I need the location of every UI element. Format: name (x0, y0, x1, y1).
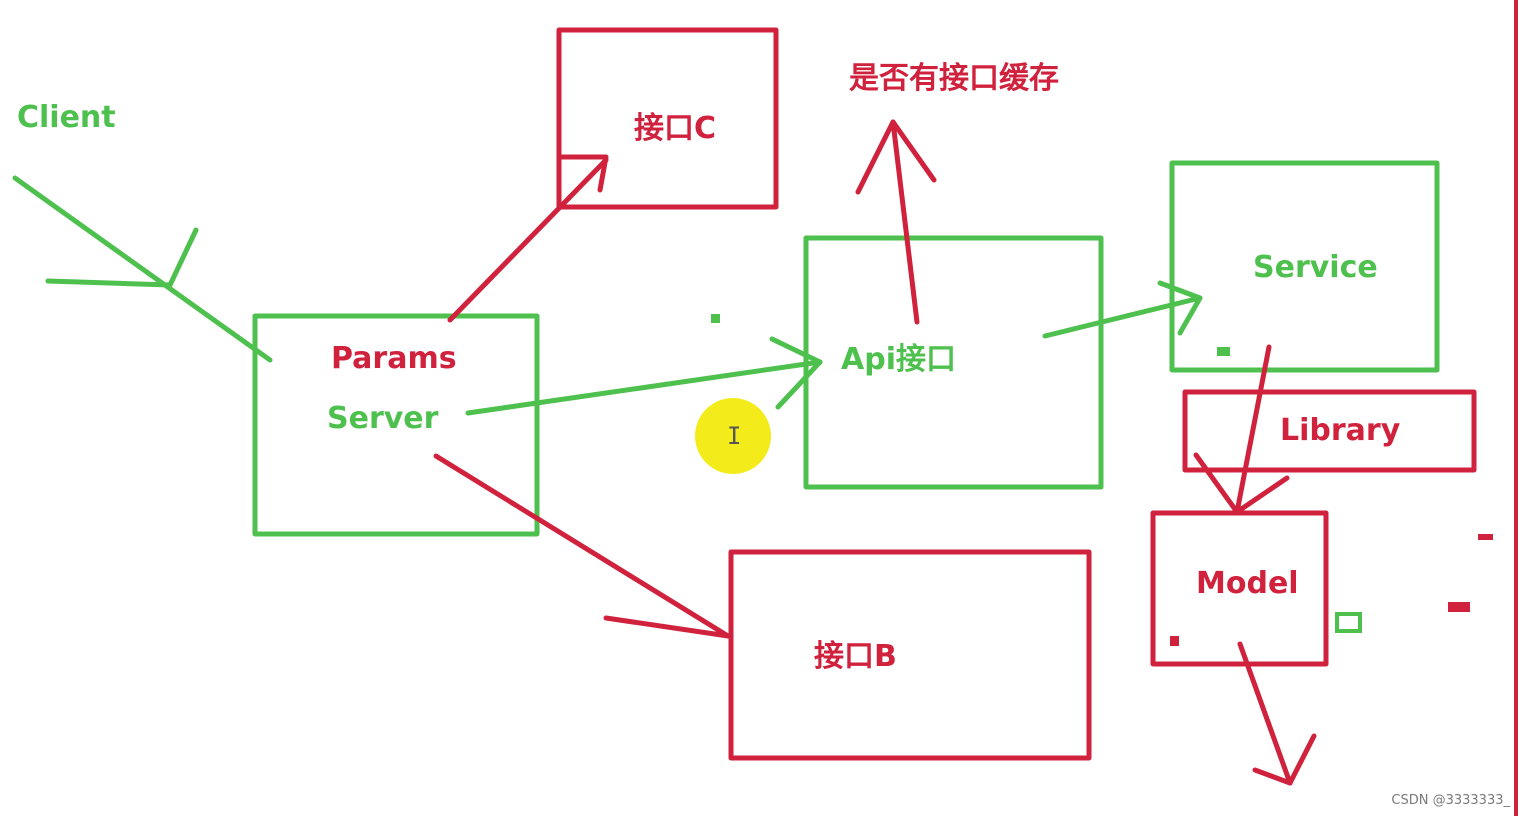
service-box (1169, 160, 1440, 373)
red-dash-mark-2 (1448, 602, 1470, 612)
green-dash-mark (1217, 347, 1230, 356)
client-arrowhead (45, 227, 199, 288)
model-arrowhead (1193, 452, 1290, 515)
server-label: Server (327, 401, 439, 436)
cache-question-label: 是否有接口缓存 (849, 61, 1059, 96)
text-cursor-icon: I (727, 422, 742, 450)
interface-c-arrowhead (559, 154, 609, 193)
red-dot-mark (1170, 636, 1179, 646)
api-label: Api接口 (841, 342, 956, 377)
service-arrowhead (1157, 280, 1203, 336)
service-label: Service (1253, 250, 1378, 285)
client-label: Client (17, 100, 116, 135)
interface-c-arrow (447, 157, 609, 323)
library-box (1182, 389, 1477, 473)
params-label: Params (331, 341, 457, 376)
model-label: Model (1196, 566, 1299, 601)
model-arrow (1234, 344, 1272, 515)
cache-arrow (890, 119, 920, 325)
service-arrow (1042, 295, 1203, 339)
server-box (252, 313, 540, 537)
red-dash-mark-1 (1478, 534, 1493, 540)
green-square-mark (1335, 612, 1362, 633)
model-down-arrowhead (1252, 733, 1317, 786)
library-label: Library (1280, 413, 1401, 448)
model-down-arrow (1237, 641, 1293, 786)
api-arrow (465, 359, 823, 416)
interface-c-label: 接口C (634, 111, 717, 146)
cache-arrowhead (855, 119, 937, 195)
interface-b-label: 接口B (814, 639, 897, 674)
green-dot-mark (711, 314, 720, 323)
client-arrow (12, 175, 273, 363)
cursor-highlight (695, 398, 771, 474)
interface-b-box (728, 549, 1092, 761)
watermark-text: CSDN @3333333_ (1391, 793, 1510, 808)
interface-b-arrowhead (603, 615, 731, 639)
interface-c-box (556, 27, 779, 210)
interface-b-arrow (433, 453, 731, 639)
right-edge-line (1514, 0, 1518, 816)
api-arrowhead (769, 336, 823, 410)
